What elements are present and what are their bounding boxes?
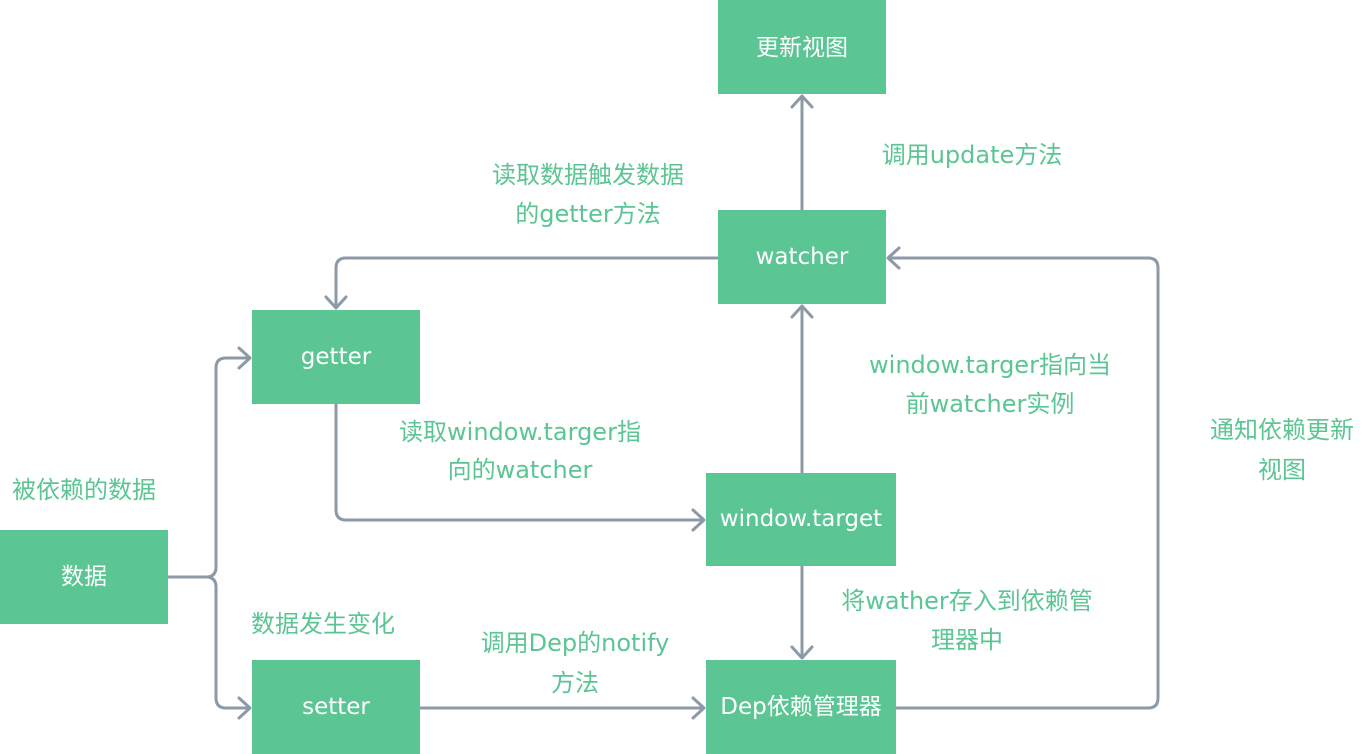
node-window-target: window.target — [706, 473, 896, 566]
edge-watcher-to-getter — [334, 256, 720, 308]
edge-dep-to-watcher — [888, 256, 1160, 710]
node-window-target-label: window.target — [720, 506, 882, 532]
labels: 调用update方法 读取数据触发数据 的getter方法 window.tar… — [12, 141, 1354, 697]
label-window-points-watcher-line2: 前watcher实例 — [906, 390, 1075, 418]
node-update-view-label: 更新视图 — [756, 35, 848, 61]
node-update-view: 更新视图 — [718, 0, 886, 94]
arrowhead-setter-left — [237, 696, 252, 720]
label-notify-update-line2: 视图 — [1258, 456, 1306, 484]
arrowhead-watcher-right — [886, 246, 901, 270]
node-watcher-label: watcher — [756, 244, 849, 270]
node-dep-label: Dep依赖管理器 — [720, 694, 881, 720]
label-window-points-watcher-line1: window.targer指向当 — [869, 351, 1111, 379]
node-dep: Dep依赖管理器 — [706, 660, 896, 754]
node-getter: getter — [252, 310, 420, 404]
label-data-change: 数据发生变化 — [251, 610, 395, 638]
node-setter-label: setter — [302, 694, 370, 720]
label-read-window-target-line1: 读取window.targer指 — [399, 418, 641, 446]
label-read-trigger-getter-line1: 读取数据触发数据 — [492, 161, 684, 189]
edges — [166, 94, 1160, 720]
arrowhead-window-target-left — [691, 508, 706, 532]
label-notify-update-line1: 通知依赖更新 — [1210, 416, 1354, 444]
node-getter-label: getter — [301, 344, 372, 370]
arrowhead-dep-left — [691, 696, 706, 720]
label-store-watcher-line2: 理器中 — [931, 626, 1003, 654]
label-store-watcher-line1: 将wather存入到依赖管 — [841, 587, 1093, 615]
arrowhead-getter-top — [324, 295, 348, 310]
label-call-dep-notify-line2: 方法 — [551, 669, 599, 697]
label-depended-data: 被依赖的数据 — [12, 476, 156, 504]
arrowhead-watcher-bottom — [790, 304, 814, 319]
label-read-window-target-line2: 向的watcher — [448, 456, 593, 484]
node-data: 数据 — [0, 530, 168, 624]
arrowhead-dep-top — [790, 645, 814, 660]
edge-data-to-setter — [204, 575, 250, 710]
node-data-label: 数据 — [61, 564, 107, 590]
node-setter: setter — [252, 660, 420, 754]
edge-getter-to-window-target — [334, 402, 704, 522]
label-call-update: 调用update方法 — [882, 141, 1063, 169]
arrowhead-update-view — [790, 94, 814, 109]
node-watcher: watcher — [718, 210, 886, 304]
edge-data-to-getter — [166, 356, 250, 579]
label-read-trigger-getter-line2: 的getter方法 — [515, 200, 660, 228]
arrowhead-getter-left — [237, 346, 252, 370]
label-call-dep-notify-line1: 调用Dep的notify — [481, 629, 670, 657]
